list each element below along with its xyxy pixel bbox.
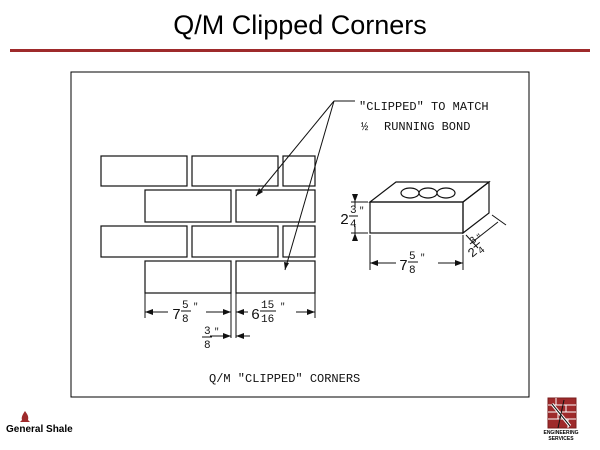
dim-clipped-den: 16 [261,314,274,326]
dim-full-whole: 7 [172,307,181,324]
wall-dimension-lines [144,293,316,338]
note-line-1: "CLIPPED" TO MATCH [359,100,489,114]
dim-joint-num: 3 [204,326,211,338]
dim-length-num: 5 [409,251,416,263]
dim-height-num: 3 [350,205,357,217]
brick-side-face [462,180,490,235]
general-shale-logo: General Shale [6,411,73,435]
leader-arrowhead [256,188,263,196]
brick-full [191,225,279,258]
dim-length-unit: " [420,253,425,263]
brick-core [400,187,420,199]
dim-length-den: 8 [409,265,416,277]
note-line-2: RUNNING BOND [384,120,470,134]
brick-clipped [235,189,316,223]
company-name: General Shale [6,424,73,435]
brick-full [144,189,232,223]
dim-height-unit: " [359,206,364,216]
dim-height-whole: 2 [340,212,349,229]
drawing-caption: Q/M "CLIPPED" CORNERS [209,372,360,386]
brick-full [100,155,188,187]
slide-title: Q/M Clipped Corners [173,10,427,40]
dim-clipped-whole: 6 [251,307,260,324]
brick-clipped [282,155,316,187]
dim-full-unit: " [193,302,198,312]
engineering-services-logo [547,397,577,429]
badge-line-2: SERVICES [548,436,574,442]
note-leader-lines [255,100,355,271]
brick-dimension-lines [351,194,507,270]
flame-icon [20,411,30,422]
engineering-services-caption: ENGINEERING SERVICES [528,430,594,442]
badge-line-1: ENGINEERING [543,430,579,436]
brick-core [418,187,438,199]
note-line-2-fraction: ½ [361,120,369,134]
dim-width-unit: " [475,232,484,242]
brick-wall-elevation [100,155,316,294]
brick-clipped [235,260,316,294]
dim-clipped-num: 15 [261,300,274,312]
leader-arrowhead [284,262,289,270]
brick-front-face [369,201,464,234]
dim-clipped-unit: " [280,302,285,312]
dim-width-den: 4 [476,245,488,257]
dim-width-bar [473,241,481,248]
brick-full [191,155,279,187]
dim-width-num: 3 [468,235,480,247]
brick-dimension-arrowheads [352,194,463,266]
drawing-frame [70,71,530,398]
dim-joint-den: 8 [204,340,211,352]
brick-clipped [282,225,316,258]
brick-full [144,260,232,294]
dim-full-num: 5 [182,300,189,312]
dim-joint-unit: " [214,327,219,337]
brick-core [436,187,456,199]
wall-dimension-arrowheads [145,309,315,339]
title-divider [10,49,590,52]
brick-top-face [368,181,491,203]
dim-length-whole: 7 [399,258,408,275]
dim-full-den: 8 [182,314,189,326]
dim-height-den: 4 [350,219,357,231]
brick-full [100,225,188,258]
isometric-brick [368,180,491,235]
